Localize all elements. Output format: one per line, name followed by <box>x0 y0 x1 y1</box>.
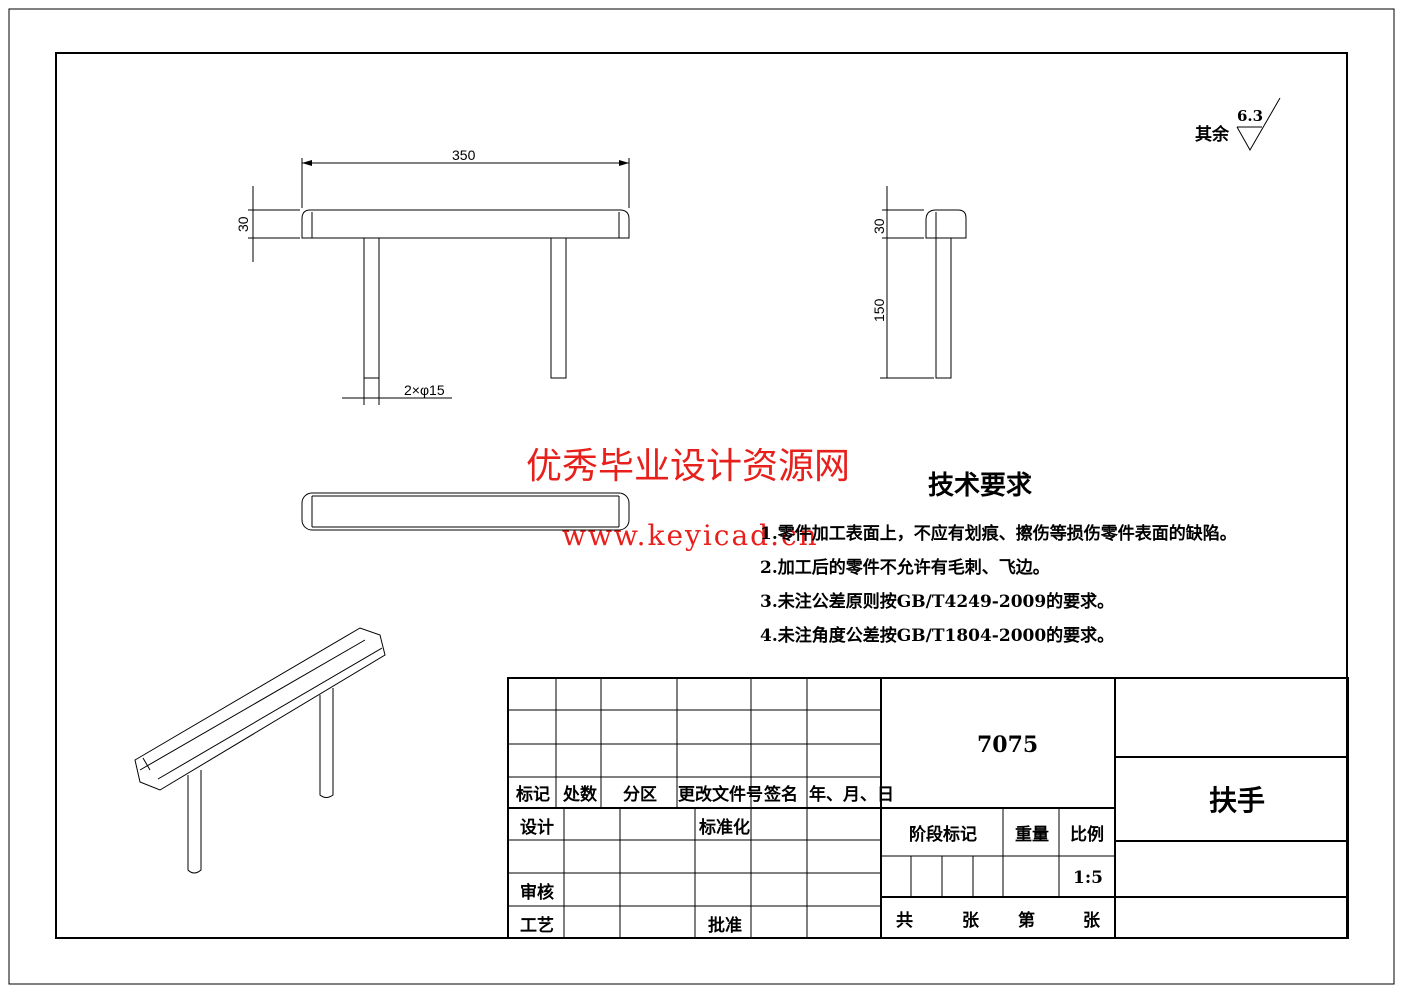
label-stage-mark: 阶段标记 <box>909 824 977 845</box>
frame-border <box>55 52 1348 939</box>
tech-requirements: 技术要求 1.零件加工表面上，不应有划痕、擦伤等损伤零件表面的缺陷。 2.加工后… <box>760 471 1237 646</box>
label-process: 工艺 <box>520 915 554 936</box>
dim-length: 350 <box>452 147 476 163</box>
label-scale: 比例 <box>1070 824 1104 845</box>
dim-side-height: 30 <box>871 218 887 234</box>
header-count: 处数 <box>562 784 598 805</box>
watermark-url: www.keyicad.cn <box>562 519 819 552</box>
label-review: 审核 <box>520 882 554 903</box>
label-standardization: 标准化 <box>699 817 750 838</box>
label-sheet-no: 第 <box>1018 910 1035 931</box>
tech-item: 4.未注角度公差按GB/T1804-2000的要求。 <box>760 625 1114 646</box>
label-weight: 重量 <box>1015 824 1049 845</box>
outer-border <box>8 8 1395 985</box>
top-view <box>301 492 630 531</box>
label-design: 设计 <box>520 817 554 838</box>
label-sheet-unit: 张 <box>1083 911 1101 931</box>
header-zone: 分区 <box>623 785 657 805</box>
tech-title: 技术要求 <box>928 471 1032 501</box>
tech-item: 3.未注公差原则按GB/T4249-2009的要求。 <box>760 591 1114 612</box>
side-view: 30 150 <box>871 186 967 379</box>
label-approve: 批准 <box>708 915 742 936</box>
title-block: 标记 处数 分区 更改文件号 签名 年、月、日 设计 标准化 审核 工艺 批准 … <box>507 677 1349 939</box>
watermark-title: 优秀毕业设计资源网 <box>526 446 850 487</box>
roughness-label: 其余 <box>1195 124 1230 145</box>
material: 7075 <box>977 732 1038 758</box>
roughness-value: 6.3 <box>1237 107 1263 125</box>
label-sheets-unit: 张 <box>962 911 980 931</box>
dim-height: 30 <box>235 216 251 232</box>
dim-leg-length: 150 <box>871 298 887 322</box>
label-sheets-total: 共 <box>896 911 913 931</box>
isometric-view <box>134 627 386 874</box>
header-mark: 标记 <box>516 784 550 805</box>
header-change-doc: 更改文件号 <box>678 784 763 805</box>
header-date: 年、月、日 <box>809 784 894 805</box>
dim-diameter: 2×φ15 <box>404 382 445 398</box>
scale-value: 1:5 <box>1073 868 1103 888</box>
header-signature: 签名 <box>763 784 798 805</box>
tech-item: 1.零件加工表面上，不应有划痕、擦伤等损伤零件表面的缺陷。 <box>760 523 1237 544</box>
part-name: 扶手 <box>1209 784 1265 817</box>
front-view: 350 30 2×φ15 <box>235 147 630 405</box>
roughness-symbol: 其余 6.3 <box>1195 97 1281 152</box>
tech-item: 2.加工后的零件不允许有毛刺、飞边。 <box>760 557 1050 578</box>
